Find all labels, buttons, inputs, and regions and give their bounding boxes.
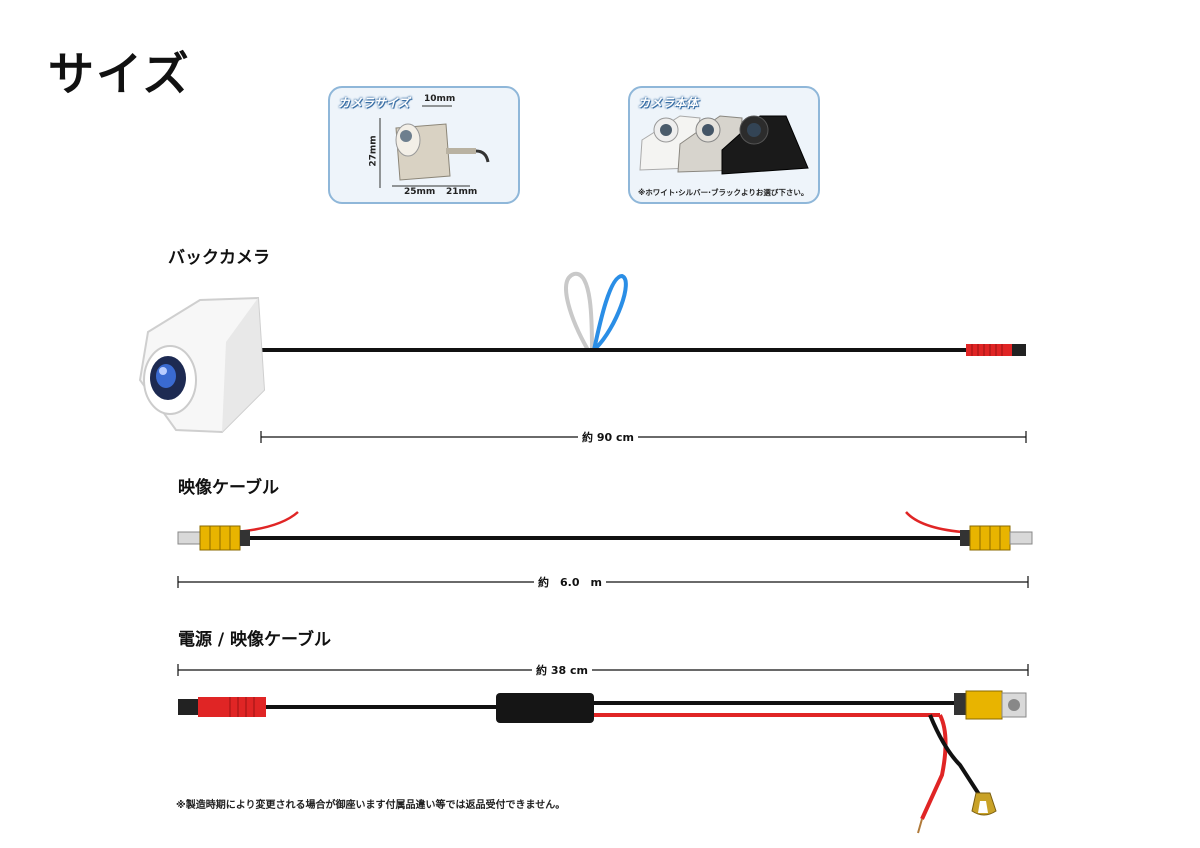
camera-size-card: カメラサイズ 10mm 27mm 25mm 21mm bbox=[328, 86, 520, 204]
back-camera-illustration bbox=[138, 271, 1026, 434]
camera-body-caption: ※ホワイト·シルバー·ブラックよりお選び下さい。 bbox=[638, 188, 809, 197]
video-cable-illustration bbox=[177, 511, 1033, 551]
dim-bottom-left-label: 25mm bbox=[404, 187, 436, 197]
power-video-cable-illustration bbox=[178, 690, 1027, 834]
back-camera-dimension-line bbox=[260, 431, 1027, 443]
video-cable-length-label: 約 6.0 m bbox=[534, 574, 606, 590]
power-video-cable-length-label: 約 38 cm bbox=[532, 662, 592, 678]
page-title: サイズ bbox=[48, 47, 191, 101]
dim-bottom-right-label: 21mm bbox=[446, 187, 478, 197]
back-camera-heading: バックカメラ bbox=[168, 248, 270, 268]
camera-body-illustration bbox=[639, 115, 809, 175]
back-camera-length-label: 約 90 cm bbox=[578, 429, 638, 445]
camera-size-illustration bbox=[379, 105, 490, 188]
power-video-cable-heading: 電源 / 映像ケーブル bbox=[178, 630, 332, 650]
dim-left-label: 27mm bbox=[368, 135, 379, 167]
power-video-cable-dimension-line bbox=[177, 664, 1029, 676]
dim-top-label: 10mm bbox=[424, 94, 456, 104]
footnote: ※製造時期により変更される場合が御座います付属品違い等では返品受付できません。 bbox=[176, 800, 566, 811]
camera-body-card-title: カメラ本体 bbox=[638, 96, 699, 110]
camera-size-card-title: カメラサイズ bbox=[338, 96, 410, 110]
video-cable-heading: 映像ケーブル bbox=[178, 478, 279, 498]
camera-body-card: カメラ本体 ※ホワイト·シルバー·ブラックよりお選び下さい。 bbox=[628, 86, 820, 204]
